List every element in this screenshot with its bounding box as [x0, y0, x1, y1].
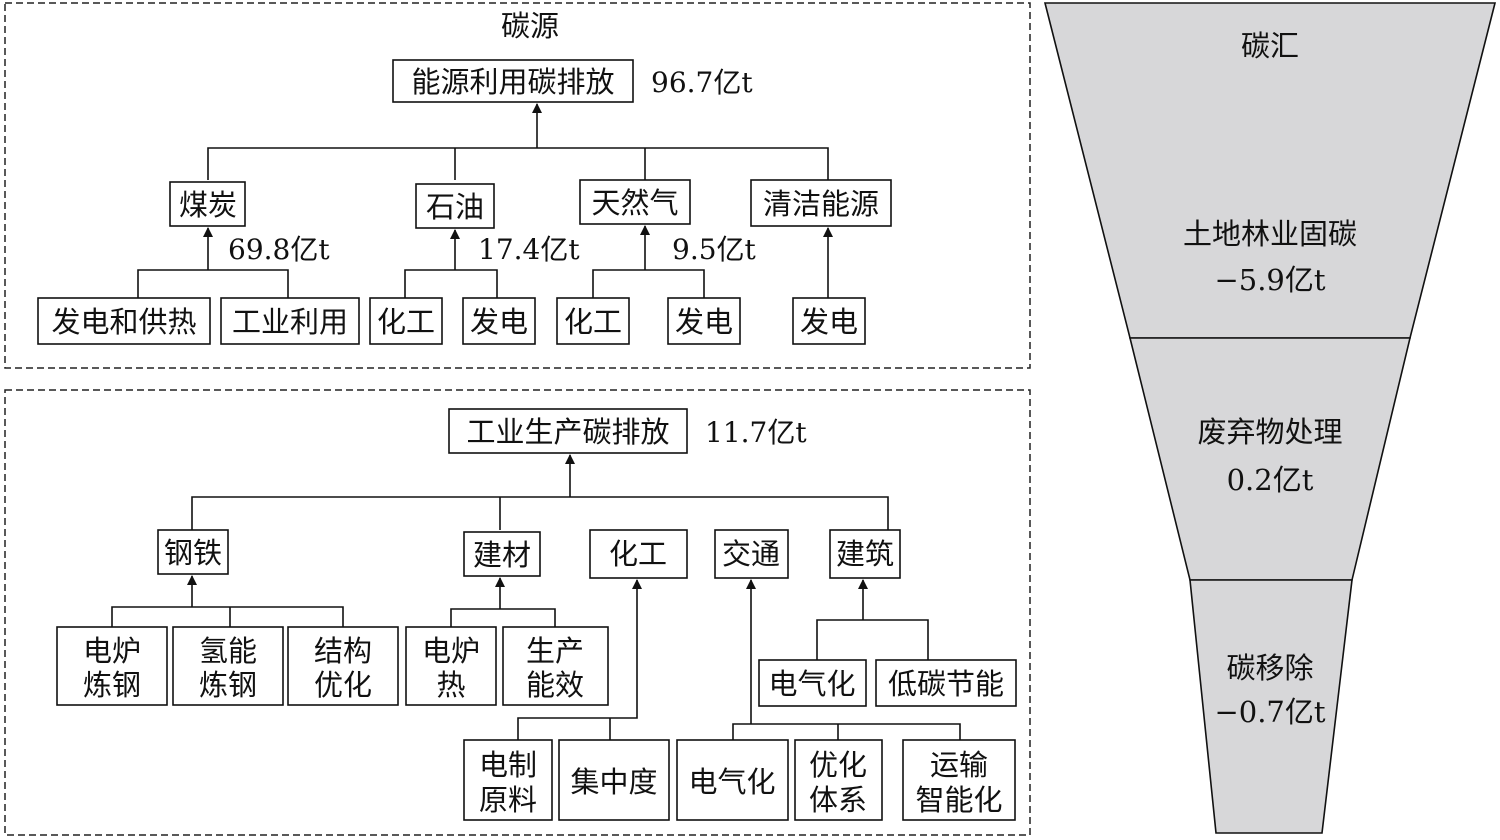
- chem-child-1-line1: 电制: [479, 748, 537, 782]
- steel-label: 钢铁: [164, 536, 222, 570]
- transport-child-system-box: [794, 739, 883, 821]
- source-title: 碳源: [501, 9, 559, 43]
- buildings-label: 建筑: [836, 537, 894, 571]
- transport-connector: [732, 580, 961, 740]
- coal-label: 煤炭: [179, 188, 237, 222]
- bm-child-2-line1: 生产: [526, 634, 584, 668]
- coal-child-industry-box: [220, 297, 360, 345]
- chem-child-concentration-box: [558, 739, 670, 821]
- building-materials-label: 建材: [473, 538, 531, 572]
- clean-energy-label: 清洁能源: [763, 187, 879, 221]
- buildings-child-1: 电气化: [768, 667, 855, 701]
- coal-connector: [137, 228, 289, 298]
- transport-child-3-line2: 智能化: [915, 783, 1002, 817]
- transport-child-electrification-box: [676, 739, 789, 821]
- chemical-connector: [517, 580, 637, 740]
- chem-child-electro-feedstock-box: [463, 739, 553, 821]
- sink-waste-value: 0.2亿t: [1227, 463, 1314, 497]
- oil-connector: [404, 230, 498, 298]
- steel-child-1-line1: 电炉: [83, 634, 141, 668]
- energy-root-value: 96.7亿t: [651, 66, 753, 99]
- chem-child-2: 集中度: [570, 765, 657, 799]
- gas-child-chem: 化工: [564, 305, 622, 339]
- energy-root-label: 能源利用碳排放: [411, 65, 614, 99]
- chemical-label: 化工: [609, 537, 667, 571]
- gas-child-power-box: [667, 297, 741, 345]
- industry-root-value: 11.7亿t: [705, 416, 807, 449]
- sink-removal-value: −0.7亿t: [1214, 695, 1325, 729]
- gas-value: 9.5亿t: [672, 233, 757, 266]
- oil-label: 石油: [426, 190, 484, 224]
- steel-child-3-line2: 优化: [314, 668, 372, 702]
- sink-land-forest-value: −5.9亿t: [1214, 263, 1325, 297]
- clean-energy-box: [750, 179, 892, 227]
- transport-child-smart-box: [902, 739, 1016, 821]
- gas-connector: [592, 226, 705, 298]
- steel-child-3-line1: 结构: [314, 634, 372, 668]
- buildings-child-2: 低碳节能: [888, 667, 1004, 701]
- sink-removal-label: 碳移除: [1226, 651, 1313, 685]
- coal-child-industry: 工业利用: [232, 305, 348, 339]
- bm-child-2-line2: 能效: [526, 668, 584, 702]
- steel-child-hydrogen-box: [172, 626, 284, 706]
- energy-root-box: [392, 59, 634, 103]
- sink-layer-middle: [1128, 337, 1412, 581]
- coal-value: 69.8亿t: [228, 233, 330, 266]
- gas-child-chem-box: [556, 297, 630, 345]
- steel-child-1-line2: 炼钢: [83, 668, 141, 702]
- buildings-child-electrification-box: [758, 659, 867, 707]
- chem-child-1-line2: 原料: [479, 783, 537, 817]
- oil-child-power: 发电: [470, 305, 528, 339]
- coal-child-power-heat-box: [37, 297, 211, 345]
- sink-land-forest-label: 土地林业固碳: [1183, 217, 1357, 251]
- sink-title: 碳汇: [1241, 29, 1299, 63]
- transport-label: 交通: [722, 537, 780, 571]
- steel-child-structure-box: [287, 626, 399, 706]
- bm-child-1-line1: 电炉: [422, 634, 480, 668]
- bm-child-furnace-heat-box: [405, 626, 497, 706]
- buildings-child-lowcarbon-box: [875, 659, 1017, 707]
- industry-connectors: [191, 454, 889, 530]
- steel-connector: [111, 576, 344, 627]
- steel-child-electric-furnace-box: [56, 626, 168, 706]
- bm-child-efficiency-box: [502, 626, 609, 706]
- industry-root-label: 工业生产碳排放: [466, 415, 669, 449]
- gas-label: 天然气: [591, 186, 678, 220]
- sink-waste-label: 废弃物处理: [1197, 415, 1342, 449]
- industry-panel-frame: [4, 389, 1031, 836]
- building-materials-connector: [450, 578, 556, 627]
- steel-child-2-line2: 炼钢: [199, 668, 257, 702]
- transport-child-3-line1: 运输: [930, 748, 988, 782]
- industry-root-box: [448, 408, 688, 454]
- transport-child-2-line2: 体系: [809, 783, 867, 817]
- oil-child-chem: 化工: [377, 305, 435, 339]
- buildings-connector: [816, 580, 929, 660]
- oil-child-chem-box: [369, 297, 443, 345]
- transport-child-1: 电气化: [688, 765, 775, 799]
- sink-layer-bottom: [1189, 579, 1353, 834]
- oil-value: 17.4亿t: [478, 233, 580, 266]
- energy-connectors: [207, 103, 829, 180]
- gas-child-power: 发电: [675, 305, 733, 339]
- coal-child-power-heat: 发电和供热: [51, 305, 196, 339]
- transport-child-2-line1: 优化: [809, 748, 867, 782]
- steel-child-2-line1: 氢能: [199, 634, 257, 668]
- clean-child-power-box: [792, 297, 866, 345]
- oil-child-power-box: [462, 297, 536, 345]
- clean-child-power: 发电: [800, 305, 858, 339]
- energy-panel-frame: [4, 2, 1031, 369]
- bm-child-1-line2: 热: [436, 668, 465, 702]
